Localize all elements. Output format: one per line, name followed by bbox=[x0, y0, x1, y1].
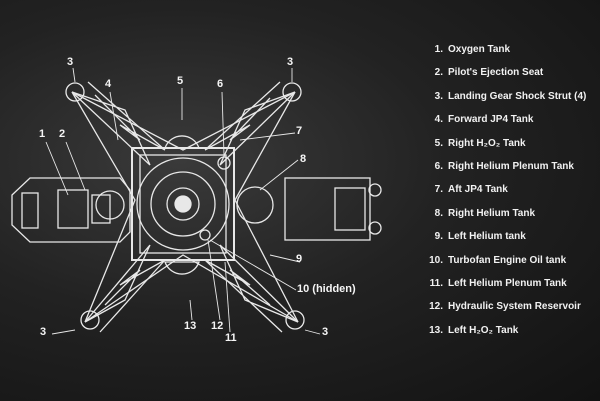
legend-label: Right Helium Plenum Tank bbox=[448, 160, 574, 172]
legend-number: 1. bbox=[434, 44, 443, 55]
legend-number: 12. bbox=[429, 301, 443, 313]
callout-6: 6 bbox=[217, 78, 224, 90]
leader-lines bbox=[45, 67, 321, 335]
callout-3-top-right: 3 bbox=[287, 56, 294, 68]
legend-label: Left Helium Plenum Tank bbox=[448, 277, 567, 289]
callout-3-bottom-left: 3 bbox=[40, 326, 47, 338]
legend-label: Forward JP4 Tank bbox=[448, 114, 534, 126]
legend-number: 4. bbox=[434, 114, 443, 126]
legend-item: 2. Pilot's Ejection Seat bbox=[423, 67, 586, 90]
legend-item: 4. Forward JP4 Tank bbox=[423, 114, 586, 137]
callout-12: 12 bbox=[211, 320, 224, 332]
legend-number: 2. bbox=[434, 67, 443, 79]
legend-label: Hydraulic System Reservoir bbox=[448, 301, 581, 313]
component-legend: 1. Oxygen Tank 2. Pilot's Ejection Seat 3. La… bbox=[423, 44, 586, 348]
callout-8: 8 bbox=[300, 153, 307, 165]
legend-item: 8. Right Helium Tank bbox=[423, 208, 586, 231]
legend-number: 13. bbox=[429, 324, 443, 336]
callout-9: 9 bbox=[296, 253, 303, 265]
cockpit bbox=[11, 177, 131, 243]
legend-item: 12. Hydraulic System Reservoir bbox=[423, 301, 586, 324]
callout-11: 11 bbox=[225, 332, 237, 344]
aft-box bbox=[284, 177, 382, 241]
legend-number: 6. bbox=[434, 160, 443, 172]
callout-4: 4 bbox=[105, 78, 112, 90]
legend-item: 9. Left Helium tank bbox=[423, 231, 586, 254]
legend-label: Right Helium Tank bbox=[448, 207, 536, 219]
legend-number: 7. bbox=[434, 184, 443, 196]
legend-number: 11. bbox=[429, 277, 443, 289]
callout-1: 1 bbox=[39, 128, 46, 140]
legend-label: Aft JP4 Tank bbox=[448, 184, 508, 196]
legend-item: 7. Aft JP4 Tank bbox=[423, 184, 586, 207]
callout-7: 7 bbox=[296, 125, 303, 137]
legend-number: 8. bbox=[434, 207, 443, 219]
tanks bbox=[95, 135, 274, 275]
legend-label: Left H₂O₂ Tank bbox=[448, 324, 519, 336]
center-frame bbox=[131, 147, 235, 261]
callout-10: 10 (hidden) bbox=[297, 283, 356, 295]
legend-item: 13. Left H₂O₂ Tank bbox=[423, 325, 586, 348]
legend-label: Right H₂O₂ Tank bbox=[448, 137, 526, 149]
legend-item: 11. Left Helium Plenum Tank bbox=[423, 278, 586, 301]
callout-2: 2 bbox=[59, 128, 66, 140]
callout-3-top-left: 3 bbox=[67, 56, 74, 68]
legend-number: 3. bbox=[434, 90, 443, 102]
callout-3-bottom-right: 3 bbox=[322, 326, 329, 338]
callout-13: 13 bbox=[184, 320, 197, 332]
legend-label: Turbofan Engine Oil tank bbox=[448, 254, 567, 266]
legend-number: 9. bbox=[434, 231, 443, 243]
legend-number: 10. bbox=[429, 254, 443, 266]
legend-label: Pilot's Ejection Seat bbox=[448, 67, 544, 79]
legend-label: Landing Gear Shock Strut (4) bbox=[448, 90, 587, 102]
legend-label: Oxygen Tank bbox=[448, 44, 511, 55]
legend-item: 6. Right Helium Plenum Tank bbox=[423, 161, 586, 184]
legend-number: 5. bbox=[434, 137, 443, 149]
legend-item: 10. Turbofan Engine Oil tank bbox=[423, 255, 586, 278]
legend-label: Left Helium tank bbox=[448, 231, 526, 243]
legend-item: 3. Landing Gear Shock Strut (4) bbox=[423, 90, 587, 114]
legend-item: 5. Right H₂O₂ Tank bbox=[423, 138, 586, 161]
legend-item: 1. Oxygen Tank bbox=[423, 44, 586, 67]
callout-5: 5 bbox=[177, 75, 184, 87]
